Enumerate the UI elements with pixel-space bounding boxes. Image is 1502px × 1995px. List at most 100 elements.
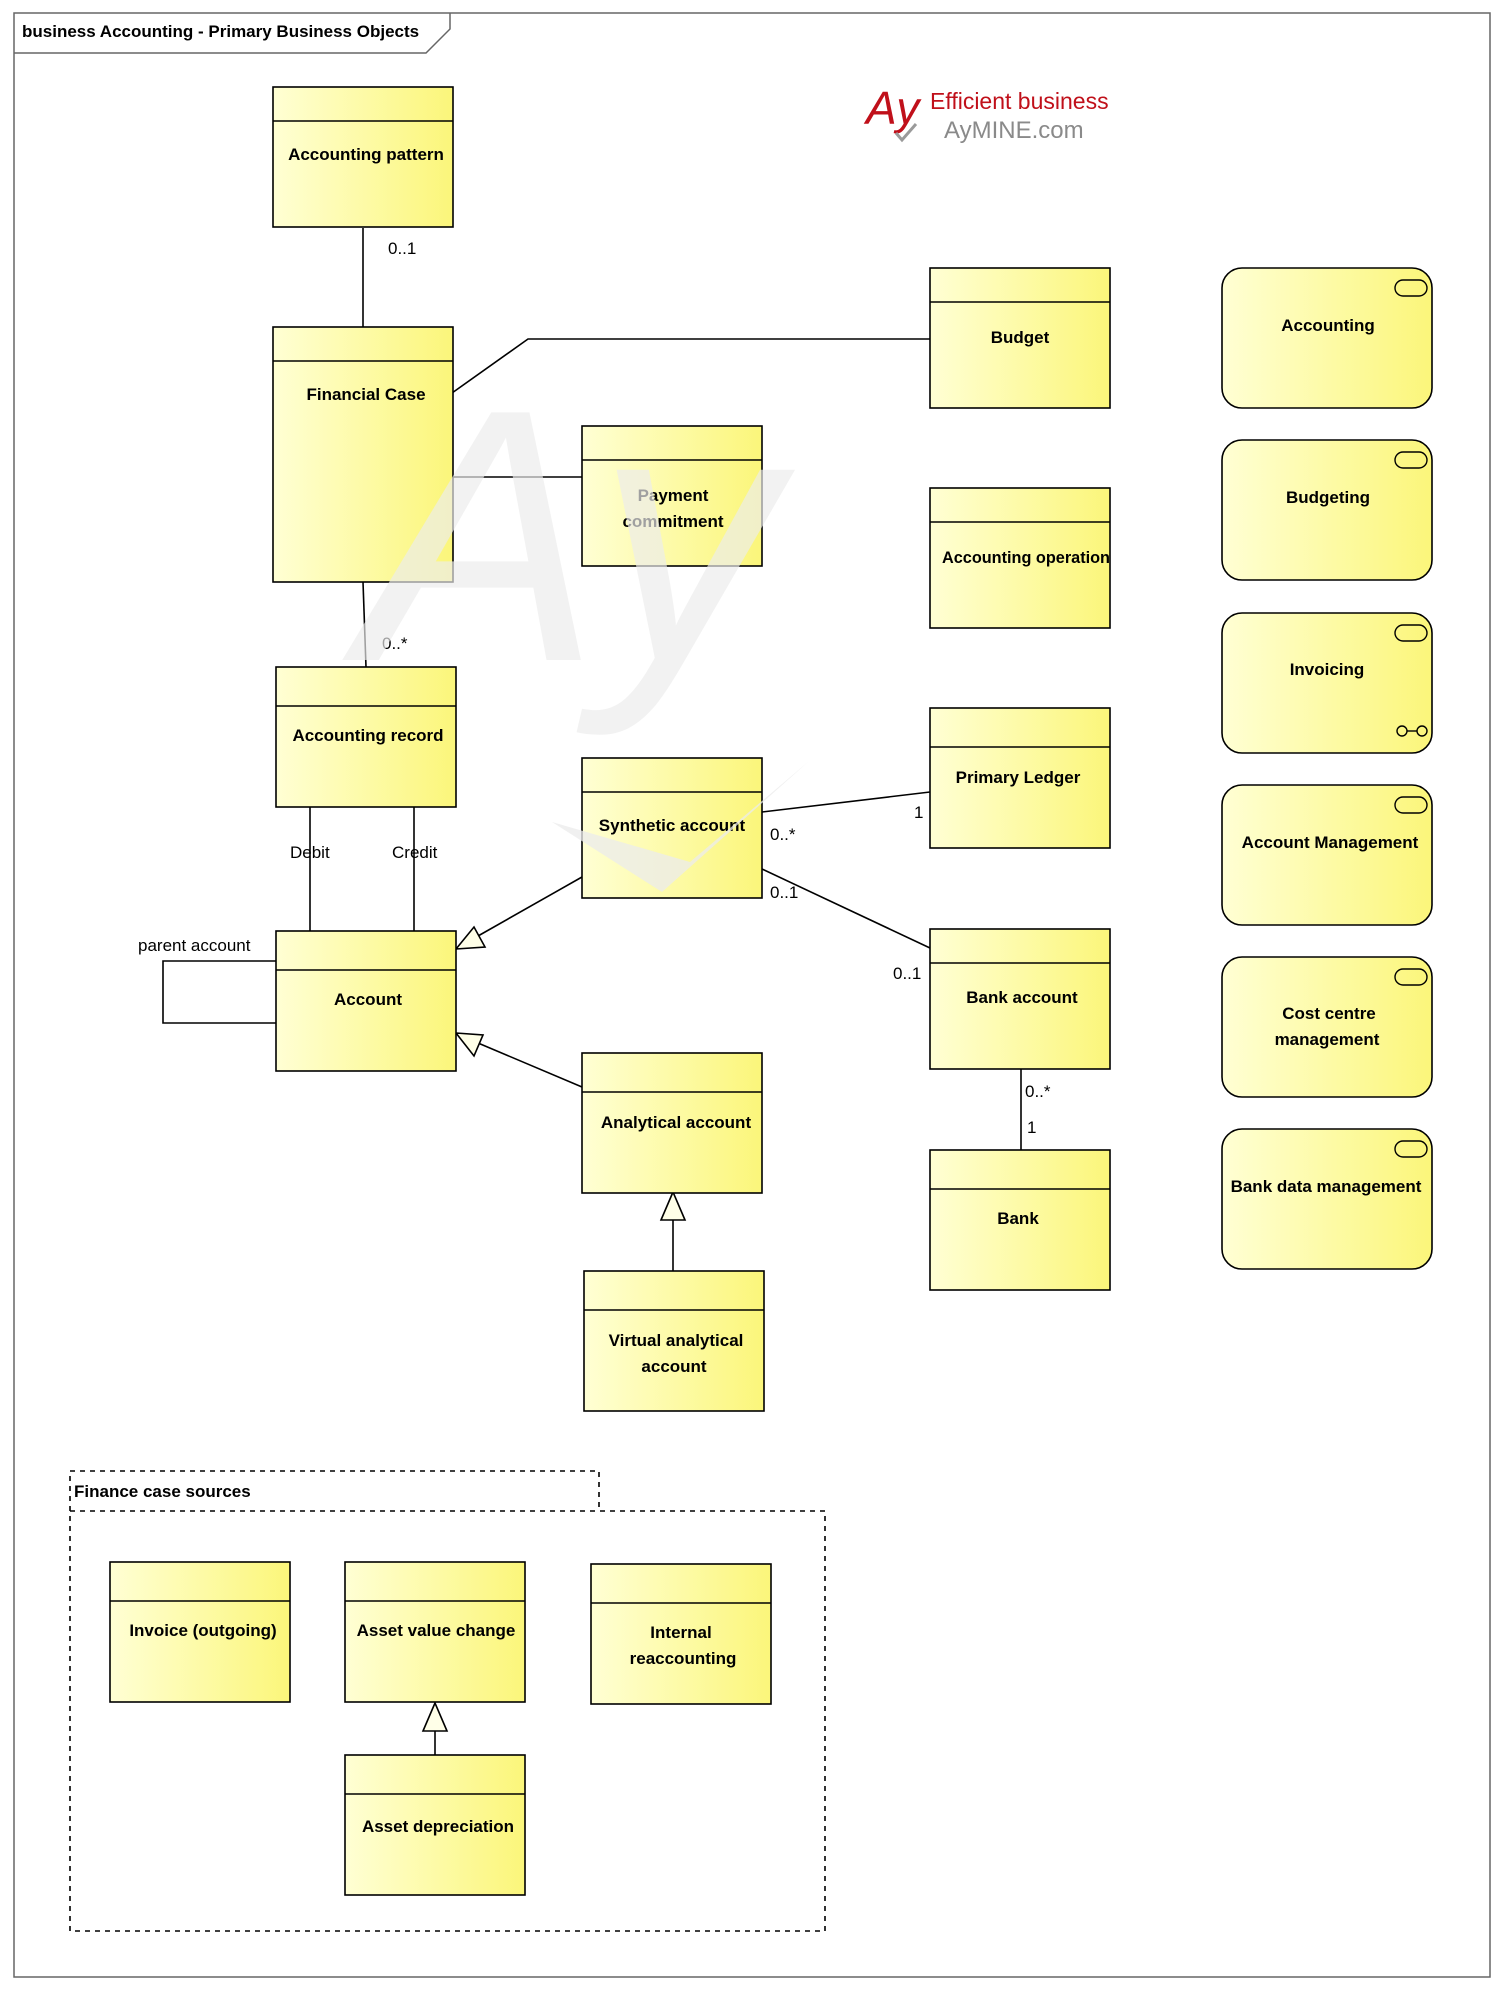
aymine-watermark: Ay [338, 335, 808, 892]
object-label-line-1: Virtual analytical [609, 1331, 744, 1350]
generalization-synthetic [477, 876, 583, 937]
mult-pattern: 0..1 [388, 239, 416, 258]
label-debit: Debit [290, 843, 330, 862]
object-label: Invoice (outgoing) [129, 1621, 276, 1640]
service-label-line-1: Cost centre [1282, 1004, 1376, 1023]
object-label: Accounting pattern [288, 145, 444, 164]
connectors [162, 228, 1022, 1755]
service-icon [1394, 624, 1428, 642]
mult-bank-account: 0..1 [893, 964, 921, 983]
object-label: Budget [991, 328, 1050, 347]
service-label: Accounting [1281, 316, 1375, 335]
object-label: Asset value change [357, 1621, 516, 1640]
mult-bankacc-bank: 0..* [1025, 1082, 1051, 1101]
mult-ledger: 1 [914, 803, 923, 822]
object-label: Primary Ledger [956, 768, 1081, 787]
object-label: Bank [997, 1209, 1039, 1228]
group-finance-case-sources[interactable]: Finance case sources [69, 1470, 826, 1932]
service-bank-data-management[interactable]: Bank data management [1221, 1128, 1433, 1270]
service-label: Bank data management [1231, 1177, 1422, 1196]
diagram-frame [13, 12, 1491, 1978]
object-invoice-outgoing[interactable]: Invoice (outgoing) [109, 1561, 291, 1703]
object-payment-commitment[interactable]: Payment commitment [581, 425, 763, 567]
watermark-mark: Ay [338, 335, 800, 739]
service-label: Invoicing [1290, 660, 1365, 679]
group-title: Finance case sources [74, 1482, 251, 1501]
service-label: Budgeting [1286, 488, 1370, 507]
service-icon [1394, 279, 1428, 297]
object-accounting-record[interactable]: Accounting record [275, 666, 457, 808]
object-analytical-account[interactable]: Analytical account [581, 1052, 763, 1194]
object-label: Analytical account [601, 1113, 752, 1132]
service-budgeting[interactable]: Budgeting [1221, 439, 1433, 581]
logo-tagline: Efficient business [930, 88, 1109, 114]
generalization-arrowhead-synthetic [454, 925, 487, 950]
object-bank-account[interactable]: Bank account [929, 928, 1111, 1070]
object-internal-reaccounting[interactable]: Internal reaccounting [590, 1563, 772, 1705]
service-invoicing[interactable]: Invoicing [1221, 612, 1433, 754]
connector-synthetic-ledger [761, 791, 931, 813]
group-border [69, 1470, 826, 1932]
service-icon [1394, 1140, 1428, 1158]
object-label-line-2: commitment [622, 512, 723, 531]
object-label-line-2: account [641, 1357, 707, 1376]
generalization-analytical [477, 1042, 583, 1088]
link-icon [1396, 725, 1428, 737]
diagram-title: business Accounting - Primary Business O… [22, 22, 419, 41]
service-label-line-2: management [1275, 1030, 1380, 1049]
object-label: Account [334, 990, 402, 1009]
object-financial-case[interactable]: Financial Case [272, 326, 454, 583]
object-accounting-pattern[interactable]: Accounting pattern [272, 86, 454, 228]
object-label: Accounting operation [942, 548, 1110, 567]
object-label-line-2: reaccounting [630, 1649, 737, 1668]
object-label-line-1: Internal [650, 1623, 711, 1642]
service-icon [1394, 451, 1428, 469]
label-credit: Credit [392, 843, 438, 862]
object-budget[interactable]: Budget [929, 267, 1111, 409]
logo-mark: Ay [863, 82, 922, 134]
object-account[interactable]: Account [275, 930, 457, 1072]
mult-bank: 1 [1027, 1118, 1036, 1137]
watermark-check-icon [552, 762, 808, 892]
object-label: Financial Case [306, 385, 425, 404]
services-layer: Accounting Budgeting Invoicing Account M… [1221, 267, 1433, 1270]
mult-synth-bank: 0..1 [770, 883, 798, 902]
service-cost-centre-management[interactable]: Cost centre management [1221, 956, 1433, 1098]
mult-record: 0..* [382, 634, 408, 653]
generalization-arrowhead-analytical [454, 1032, 485, 1058]
objects-layer: Accounting pattern Financial Case Budget… [272, 86, 1111, 1412]
service-accounting[interactable]: Accounting [1221, 267, 1433, 409]
arrowheads [421, 925, 687, 1732]
connector-synthetic-bank-account [761, 868, 931, 949]
object-bank[interactable]: Bank [929, 1149, 1111, 1291]
object-asset-depreciation[interactable]: Asset depreciation [344, 1754, 526, 1896]
object-label-line-1: Payment [638, 486, 709, 505]
service-label: Account Management [1242, 833, 1419, 852]
object-asset-value-change[interactable]: Asset value change [344, 1561, 526, 1703]
object-accounting-operation[interactable]: Accounting operation [929, 487, 1111, 629]
group-objects-layer: Invoice (outgoing) Asset value change In… [109, 1561, 772, 1896]
object-label: Bank account [966, 988, 1078, 1007]
service-icon [1394, 796, 1428, 814]
connector-case-record [362, 581, 367, 668]
connector-parent-account [162, 960, 276, 1024]
object-label: Asset depreciation [362, 1817, 514, 1836]
service-icon [1394, 968, 1428, 986]
connector-case-budget [451, 338, 930, 394]
generalization-arrowhead-asset [421, 1700, 449, 1732]
aymine-logo: Ay Efficient business AyMINE.com [863, 82, 1109, 144]
check-mark-icon [894, 123, 918, 143]
generalization-arrowhead-virtual [659, 1189, 687, 1221]
connector-labels: 0..1 0..* Debit Credit parent account 0.… [138, 239, 1051, 1137]
object-label: Accounting record [292, 726, 443, 745]
object-virtual-analytical-account[interactable]: Virtual analytical account [583, 1270, 765, 1412]
logo-site: AyMINE.com [944, 117, 1084, 144]
object-label: Synthetic account [599, 816, 746, 835]
service-account-management[interactable]: Account Management [1221, 784, 1433, 926]
label-parent-account: parent account [138, 936, 251, 955]
diagram-frame-tab [14, 13, 451, 54]
object-primary-ledger[interactable]: Primary Ledger [929, 707, 1111, 849]
mult-synth-ledger: 0..* [770, 825, 796, 844]
